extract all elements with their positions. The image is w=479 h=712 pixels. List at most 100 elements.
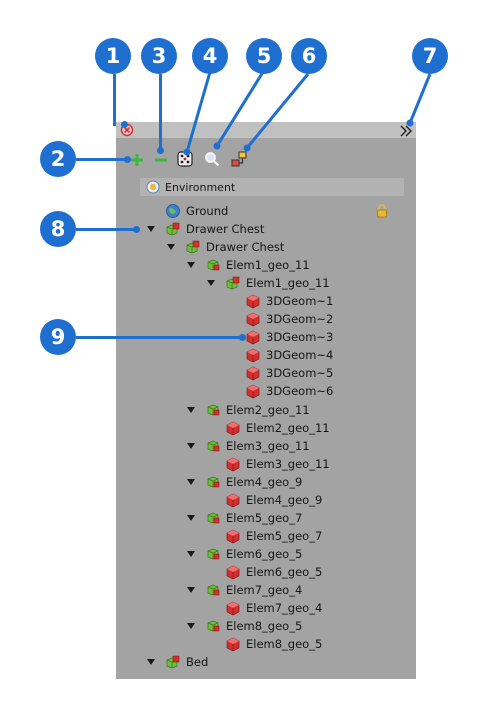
- expand-arrow[interactable]: [187, 587, 195, 593]
- expand-arrow[interactable]: [167, 244, 175, 250]
- callout-dot-9: [239, 334, 246, 341]
- group-icon: [205, 546, 221, 562]
- tree-item[interactable]: 3DGeom~4: [245, 346, 333, 364]
- tree-item[interactable]: 3DGeom~1: [245, 292, 333, 310]
- tree-item-label: Ground: [186, 204, 229, 218]
- cube-icon: [225, 600, 241, 616]
- callout-leader-5: [215, 71, 265, 147]
- expand-arrow[interactable]: [147, 226, 155, 232]
- assembly-icon: [165, 221, 181, 237]
- tree-item-label: Elem6_geo_5: [246, 565, 323, 579]
- tree-item[interactable]: Elem7_geo_4: [225, 599, 322, 617]
- tree-item[interactable]: 3DGeom~3: [245, 328, 333, 346]
- tree-item[interactable]: Elem8_geo_5: [225, 635, 322, 653]
- tree-item[interactable]: Drawer Chest: [165, 220, 264, 238]
- tree-item[interactable]: Elem3_geo_11: [225, 455, 330, 473]
- tree-item[interactable]: Elem2_geo_11: [225, 419, 330, 437]
- cube-icon: [245, 293, 261, 309]
- tree-item-label: Environment: [165, 180, 236, 194]
- tree-item[interactable]: Elem2_geo_11: [205, 401, 310, 419]
- tree-item[interactable]: Elem3_geo_11: [205, 437, 310, 455]
- tree-item-label: Elem5_geo_7: [246, 529, 323, 543]
- cube-icon: [225, 420, 241, 436]
- callout-1: 1: [95, 38, 131, 74]
- cube-icon: [225, 636, 241, 652]
- tree-item-label: Elem4_geo_9: [226, 475, 303, 489]
- tree-item-label: Elem2_geo_11: [246, 421, 330, 435]
- expand-arrow[interactable]: [187, 262, 195, 268]
- tree-item-label: Elem8_geo_5: [226, 619, 303, 633]
- tree-item[interactable]: Elem4_geo_9: [225, 491, 322, 509]
- assembly-icon: [185, 239, 201, 255]
- callout-dot-3: [157, 147, 164, 154]
- group-icon: [205, 582, 221, 598]
- tree-item[interactable]: Elem8_geo_5: [205, 617, 302, 635]
- tree-item[interactable]: Drawer Chest: [185, 238, 284, 256]
- callout-leader-2: [76, 158, 130, 161]
- tree-item[interactable]: 3DGeom~5: [245, 364, 333, 382]
- remove-button[interactable]: [152, 151, 170, 169]
- double-chevron-right-icon: [400, 125, 412, 137]
- callout-4: 4: [192, 38, 228, 74]
- search-button[interactable]: [203, 150, 221, 168]
- expand-arrow[interactable]: [207, 280, 215, 286]
- callout-2: 2: [40, 141, 76, 177]
- tree-item[interactable]: Elem1_geo_11: [205, 256, 310, 274]
- expand-arrow[interactable]: [187, 407, 195, 413]
- lock-button[interactable]: [375, 203, 389, 219]
- callout-8: 8: [40, 211, 76, 247]
- tree-item[interactable]: Elem6_geo_5: [205, 545, 302, 563]
- callout-9: 9: [40, 319, 76, 355]
- tree-item-label: Bed: [186, 655, 209, 669]
- tree-item-label: Elem3_geo_11: [246, 457, 330, 471]
- expand-arrow[interactable]: [187, 515, 195, 521]
- plus-icon: [131, 154, 143, 166]
- tree-item[interactable]: Elem5_geo_7: [225, 527, 322, 545]
- tree-item-label: Elem3_geo_11: [226, 439, 310, 453]
- tree-item-label: 3DGeom~1: [266, 294, 334, 308]
- group-icon: [205, 257, 221, 273]
- callout-dot-4: [183, 148, 191, 156]
- collapse-panel-button[interactable]: [398, 123, 414, 139]
- group-icon: [205, 510, 221, 526]
- group-icon: [205, 618, 221, 634]
- expand-arrow[interactable]: [187, 623, 195, 629]
- tree-item[interactable]: Elem6_geo_5: [225, 563, 322, 581]
- tree-item[interactable]: 3DGeom~6: [245, 382, 333, 400]
- cube-icon: [225, 528, 241, 544]
- callout-dot-6: [243, 144, 251, 152]
- tree-item-label: Elem4_geo_9: [246, 493, 323, 507]
- tree-item[interactable]: Elem7_geo_4: [205, 581, 302, 599]
- tree-item-environment[interactable]: Environment: [146, 178, 235, 196]
- callout-leader-8: [76, 228, 138, 231]
- tree-item-label: Elem1_geo_11: [226, 258, 310, 272]
- callout-6: 6: [291, 38, 327, 74]
- hierarchy-button[interactable]: [230, 150, 248, 168]
- expand-arrow[interactable]: [187, 479, 195, 485]
- assembly-icon: [165, 654, 181, 670]
- callout-dot-2: [124, 156, 131, 163]
- tree-item[interactable]: 3DGeom~2: [245, 310, 333, 328]
- expand-arrow[interactable]: [147, 659, 155, 665]
- tree-item-label: 3DGeom~3: [266, 330, 334, 344]
- group-icon: [205, 474, 221, 490]
- tree-item[interactable]: Elem4_geo_9: [205, 473, 302, 491]
- tree-item-label: 3DGeom~6: [266, 384, 334, 398]
- tree-item[interactable]: Bed: [165, 653, 208, 671]
- expand-arrow[interactable]: [187, 443, 195, 449]
- cube-icon: [245, 383, 261, 399]
- tree-item[interactable]: Elem1_geo_11: [225, 274, 330, 292]
- callout-leader-3: [159, 74, 162, 152]
- tree-item-label: Drawer Chest: [206, 240, 285, 254]
- tree-item[interactable]: Elem5_geo_7: [205, 509, 302, 527]
- tree-item-label: Elem2_geo_11: [226, 403, 310, 417]
- group-icon: [205, 402, 221, 418]
- expand-arrow[interactable]: [187, 551, 195, 557]
- lock-icon: [377, 204, 387, 218]
- tree-item-label: Elem6_geo_5: [226, 547, 303, 561]
- add-button[interactable]: [128, 151, 146, 169]
- callout-leader-9: [76, 336, 244, 339]
- cube-icon: [245, 311, 261, 327]
- environment-bar: [140, 178, 404, 196]
- tree-item[interactable]: Ground: [165, 202, 228, 220]
